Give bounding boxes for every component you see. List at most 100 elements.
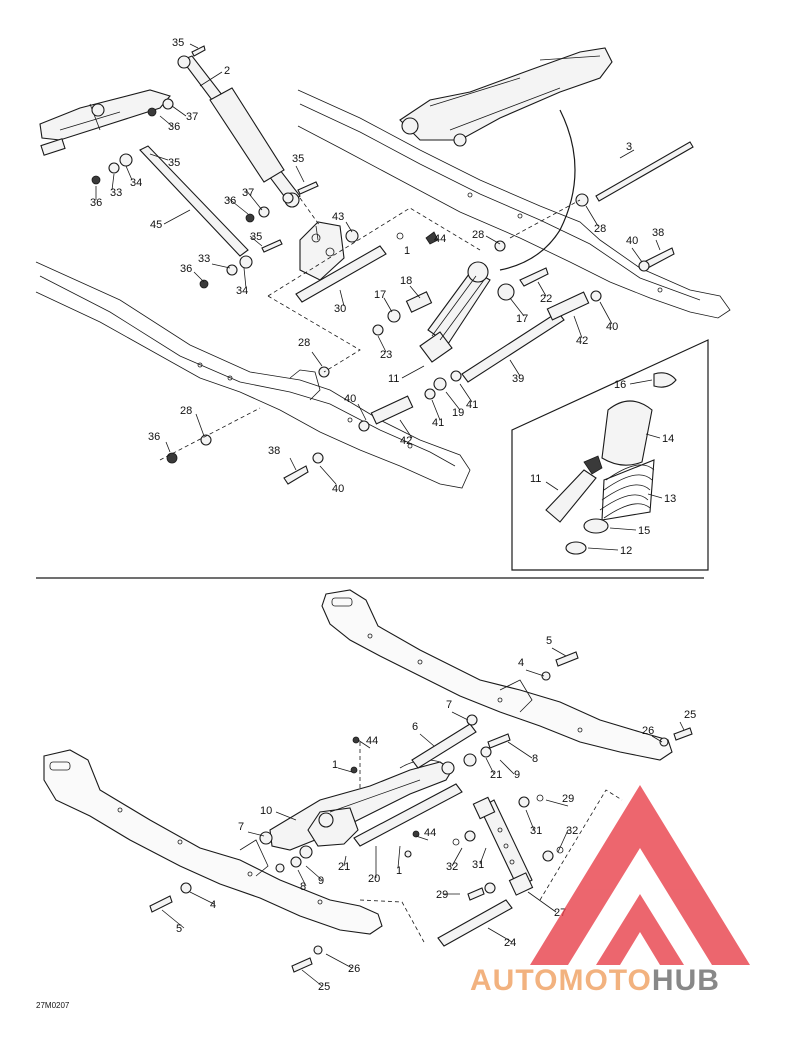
label-l6: 6 xyxy=(412,721,418,733)
label-u35d: 35 xyxy=(250,231,262,243)
label-l9b: 9 xyxy=(318,875,324,887)
label-u36b: 36 xyxy=(90,197,102,209)
label-u36e: 36 xyxy=(148,431,160,443)
label-l8b: 8 xyxy=(300,881,306,893)
label-l24: 24 xyxy=(504,937,516,949)
shock-absorber-11 xyxy=(419,261,491,363)
label-u44a: 44 xyxy=(434,233,446,245)
leader-lines-upper xyxy=(95,43,661,485)
shock-detail-inset: 16 14 11 13 15 12 xyxy=(511,339,709,571)
hardware-lower xyxy=(149,651,693,973)
right-rail-upper xyxy=(297,89,731,319)
watermark-moto: MOTO xyxy=(558,964,651,997)
front-arm-upper xyxy=(39,89,171,156)
label-l8a: 8 xyxy=(532,753,538,765)
right-rail-lower xyxy=(321,589,673,761)
label-u35c: 35 xyxy=(292,153,304,165)
label-u1a: 1 xyxy=(404,245,410,257)
label-u40a: 40 xyxy=(626,235,638,247)
label-u42b: 42 xyxy=(400,435,412,447)
spring-13 xyxy=(599,459,655,521)
label-l7b: 7 xyxy=(238,821,244,833)
rear-arm-top xyxy=(399,47,613,271)
label-u19: 19 xyxy=(452,407,464,419)
label-l44b: 44 xyxy=(424,827,436,839)
shaft-30 xyxy=(295,245,387,303)
label-u33a: 33 xyxy=(110,187,122,199)
label-l32a: 32 xyxy=(566,825,578,837)
label-l21a: 21 xyxy=(490,769,502,781)
upper-labels: 35 2 36 37 35 34 33 36 35 37 36 45 43 44… xyxy=(90,37,664,495)
label-u28d: 28 xyxy=(180,405,192,417)
label-l25a: 25 xyxy=(684,709,696,721)
shaft-3 xyxy=(595,141,694,202)
label-u40c: 40 xyxy=(344,393,356,405)
label-l21b: 21 xyxy=(338,861,350,873)
label-l26b: 26 xyxy=(348,963,360,975)
shaft-20 xyxy=(353,783,463,847)
watermark-text: AUTOMOTOHUB xyxy=(470,964,720,997)
label-l31b: 31 xyxy=(472,859,484,871)
label-l25b: 25 xyxy=(318,981,330,993)
label-u23: 23 xyxy=(380,349,392,361)
label-l10: 10 xyxy=(260,805,272,817)
assembly-lines-lower xyxy=(359,742,623,943)
link-27 xyxy=(472,796,534,896)
label-u39: 39 xyxy=(512,373,524,385)
label-i16: 16 xyxy=(614,379,626,391)
label-l29a: 29 xyxy=(562,793,574,805)
label-u34b: 34 xyxy=(236,285,248,297)
label-l20: 20 xyxy=(368,873,380,885)
triangle-logo-icon xyxy=(530,785,750,965)
label-u43: 43 xyxy=(332,211,344,223)
lower-assembly: 5 4 7 6 25 26 8 44 21 9 1 10 29 31 32 7 … xyxy=(36,589,696,1010)
label-u40d: 40 xyxy=(332,483,344,495)
front-arm-lower xyxy=(269,759,455,851)
assembly-lines-upper xyxy=(159,197,581,461)
label-l9a: 9 xyxy=(514,769,520,781)
label-l5a: 5 xyxy=(546,635,552,647)
label-u35a: 35 xyxy=(172,37,184,49)
label-u34a: 34 xyxy=(130,177,142,189)
label-l7a: 7 xyxy=(446,699,452,711)
ring-15 xyxy=(583,518,609,534)
label-u42a: 42 xyxy=(576,335,588,347)
label-l4b: 4 xyxy=(210,899,216,911)
label-u37a: 37 xyxy=(186,111,198,123)
label-l26a: 26 xyxy=(642,725,654,737)
label-u11a: 11 xyxy=(388,373,399,385)
watermark-hub: HUB xyxy=(652,964,720,997)
shaft-24 xyxy=(437,899,513,947)
leader-lines-lower xyxy=(161,647,685,987)
label-l44a: 44 xyxy=(366,735,378,747)
label-u22: 22 xyxy=(540,293,552,305)
label-i13: 13 xyxy=(664,493,676,505)
watermark-auto: AUTO xyxy=(470,964,558,997)
label-u18: 18 xyxy=(400,275,412,287)
shaft-6 xyxy=(411,723,477,769)
label-u41a: 41 xyxy=(466,399,478,411)
boot-14 xyxy=(601,400,653,466)
label-u28c: 28 xyxy=(298,337,310,349)
label-u45: 45 xyxy=(150,219,162,231)
label-i14: 14 xyxy=(662,433,674,445)
left-rail-lower xyxy=(43,749,383,935)
label-u2: 2 xyxy=(224,65,230,77)
label-i11: 11 xyxy=(530,473,541,485)
label-l31a: 31 xyxy=(530,825,542,837)
label-u41b: 41 xyxy=(432,417,444,429)
ring-12 xyxy=(565,541,587,555)
label-u33b: 33 xyxy=(198,253,210,265)
shaft-39 xyxy=(461,311,565,383)
label-l4a: 4 xyxy=(518,657,524,669)
label-l1b: 1 xyxy=(396,865,402,877)
label-u40b: 40 xyxy=(606,321,618,333)
label-u35b: 35 xyxy=(168,157,180,169)
link-rod-45 xyxy=(139,145,249,257)
cap-16 xyxy=(653,372,677,388)
diagram-code: 27M0207 xyxy=(36,1001,70,1010)
label-i15: 15 xyxy=(638,525,650,537)
label-u38b: 38 xyxy=(268,445,280,457)
label-i12: 12 xyxy=(620,545,632,557)
